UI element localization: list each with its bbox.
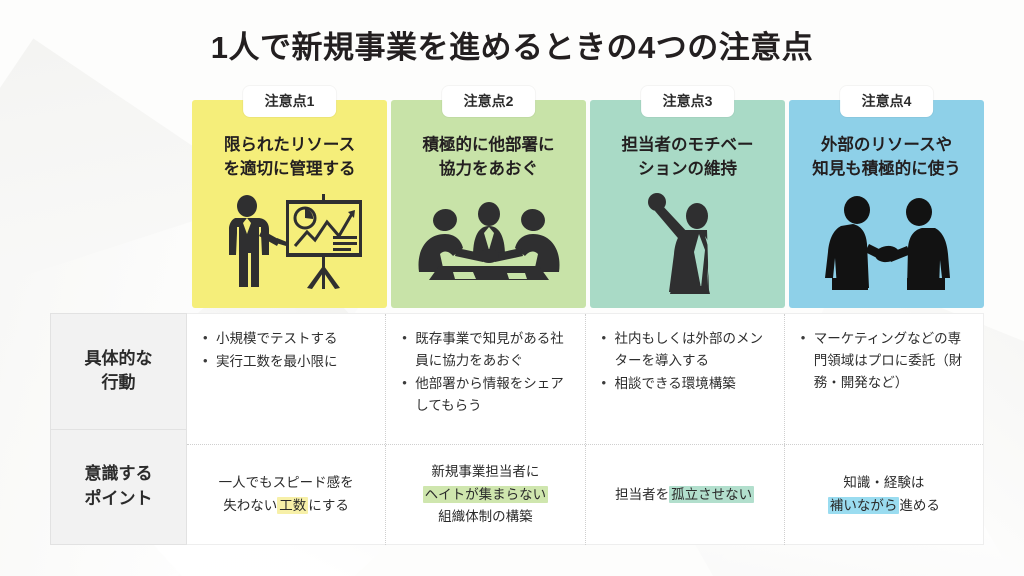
meeting-three-people-icon <box>391 182 586 308</box>
card-heading-3: 担当者のモチベー ションの維持 <box>621 136 754 178</box>
list-item: 実行工数を最小限に <box>203 350 371 373</box>
card-badge-4: 注意点4 <box>839 86 934 117</box>
point-cell-3: 担当者を孤立させない <box>584 445 784 545</box>
point-line: 組織体制の構築 <box>423 506 549 529</box>
list-item: 社内もしくは外部のメンターを導入する <box>602 327 770 372</box>
point-text: 組織体制の構築 <box>438 509 533 525</box>
card-heading-2: 積極的に他部署に 協力をあおぐ <box>422 136 555 178</box>
point-cell-4: 知識・経験は補いながら進める <box>783 445 983 545</box>
actions-cell-1: 小規模でテストする実行工数を最小限に <box>187 314 385 444</box>
point-line: 新規事業担当者に <box>423 461 549 484</box>
point-cell-1: 一人でもスピード感を失わない工数にする <box>187 445 385 545</box>
actions-cell-2: 既存事業で知見がある社員に協力をあおぐ他部署から情報をシェアしてもらう <box>385 314 584 444</box>
point-line: 補いながら進める <box>827 495 940 518</box>
table-body: 小規模でテストする実行工数を最小限に 既存事業で知見がある社員に協力をあおぐ他部… <box>187 313 984 545</box>
card-heading-4: 外部のリソースや 知見も積極的に使う <box>812 136 961 178</box>
point-line: 一人でもスピード感を <box>219 472 354 495</box>
highlighted-text: 補いながら <box>827 497 900 514</box>
list-item: 相談できる環境構築 <box>602 372 770 395</box>
row-label-points: 意識する ポイント <box>51 428 186 545</box>
point-line: 失わない工数にする <box>219 495 354 518</box>
row-label-column: 具体的な 行動 意識する ポイント <box>50 313 187 545</box>
actions-list-4: マーケティングなどの専門領域はプロに委託（財務・開発など） <box>801 327 969 394</box>
attention-point-cards: 注意点1 限られたリソース を適切に管理する <box>192 86 984 308</box>
actions-list-3: 社内もしくは外部のメンターを導入する相談できる環境構築 <box>602 327 770 395</box>
point-line: 知識・経験は <box>828 472 940 495</box>
point-text: 失わない <box>223 498 278 513</box>
actions-cell-3: 社内もしくは外部のメンターを導入する相談できる環境構築 <box>584 314 784 444</box>
presenter-with-chart-board-icon <box>192 182 387 308</box>
card-column-4: 注意点4 外部のリソースや 知見も積極的に使う <box>789 86 984 308</box>
card-badge-3: 注意点3 <box>640 86 735 117</box>
point-text: にする <box>308 498 349 513</box>
point-text: 知識・経験は <box>843 475 925 491</box>
table-row: 一人でもスピード感を失わない工数にする 新規事業担当者にヘイトが集まらない組織体… <box>187 444 983 545</box>
handshake-two-people-icon <box>789 182 984 308</box>
point-text: 担当者を <box>615 486 670 502</box>
card-column-3: 注意点3 担当者のモチベー ションの維持 <box>590 86 785 308</box>
row-label-actions: 具体的な 行動 <box>84 348 153 393</box>
point-cell-2: 新規事業担当者にヘイトが集まらない組織体制の構築 <box>385 445 584 545</box>
actions-cell-4: マーケティングなどの専門領域はプロに委託（財務・開発など） <box>783 314 983 444</box>
point-text: 進める <box>899 498 940 513</box>
highlighted-text: ヘイトが集まらない <box>422 485 549 503</box>
highlighted-text: 孤立させない <box>669 485 755 503</box>
card-column-2: 注意点2 積極的に他部署に 協力をあおぐ <box>391 86 586 308</box>
card-badge-1: 注意点1 <box>242 86 337 117</box>
point-text: 新規事業担当者に <box>431 463 540 479</box>
person-raised-fist-icon <box>590 182 785 308</box>
list-item: 既存事業で知見がある社員に協力をあおぐ <box>402 327 570 372</box>
list-item: マーケティングなどの専門領域はプロに委託（財務・開発など） <box>801 327 969 394</box>
point-line: ヘイトが集まらない <box>422 484 549 507</box>
list-item: 他部署から情報をシェアしてもらう <box>402 372 570 417</box>
point-line: 担当者を孤立させない <box>615 484 755 507</box>
page-title: 1人で新規事業を進めるときの4つの注意点 <box>210 30 814 65</box>
comparison-table: 具体的な 行動 意識する ポイント 小規模でテストする実行工数を最小限に 既存事… <box>50 313 984 545</box>
card-heading-1: 限られたリソース を適切に管理する <box>223 136 356 178</box>
table-row: 小規模でテストする実行工数を最小限に 既存事業で知見がある社員に協力をあおぐ他部… <box>187 314 983 444</box>
highlighted-text: 工数 <box>277 497 309 514</box>
card-column-1: 注意点1 限られたリソース を適切に管理する <box>192 86 387 308</box>
card-badge-2: 注意点2 <box>441 86 536 117</box>
point-text: 一人でもスピード感を <box>218 475 354 491</box>
actions-list-1: 小規模でテストする実行工数を最小限に <box>203 327 371 373</box>
list-item: 小規模でテストする <box>203 327 371 350</box>
actions-list-2: 既存事業で知見がある社員に協力をあおぐ他部署から情報をシェアしてもらう <box>402 327 570 417</box>
